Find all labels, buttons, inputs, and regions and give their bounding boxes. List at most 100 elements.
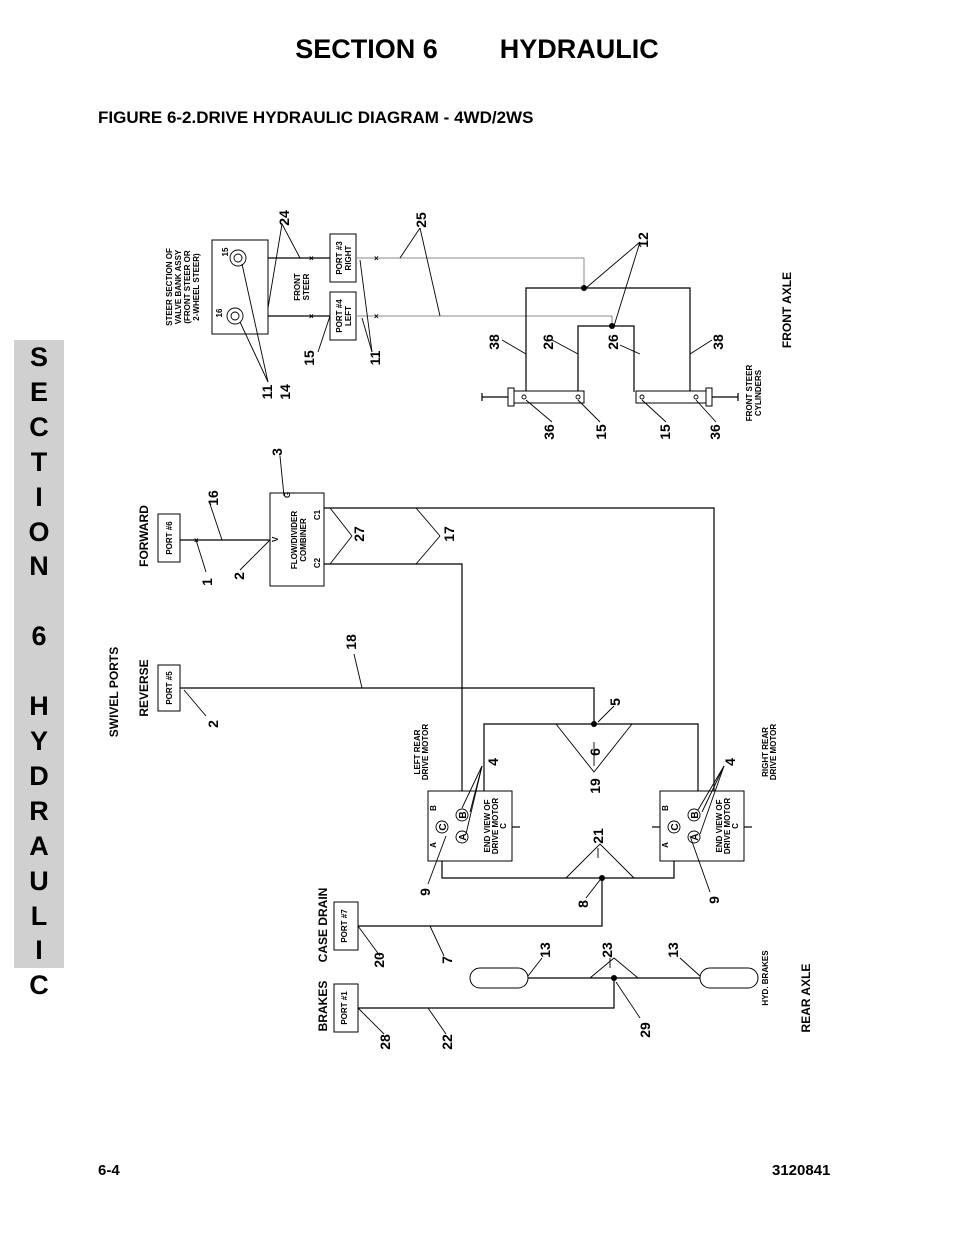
port-6-label: PORT #6 [165, 521, 174, 555]
front-steer-cylinders-label: FRONT STEER CYLINDERS [745, 365, 763, 422]
callout-number: 11 [367, 350, 383, 365]
callout-number: 6 [587, 748, 603, 756]
svg-text:C: C [438, 823, 449, 830]
port-1-label: PORT #1 [340, 991, 349, 1025]
svg-text:C: C [731, 823, 740, 829]
svg-text:FRONT: FRONT [293, 273, 302, 301]
callout-number: 18 [343, 634, 359, 650]
side-tab-letter: T [30, 446, 48, 477]
callout-number: 1 [199, 578, 215, 586]
svg-text:×: × [309, 312, 314, 321]
side-tab-letter: 6 [31, 621, 47, 652]
side-tab-letter: C [29, 970, 49, 1001]
svg-text:C: C [670, 823, 681, 830]
svg-text:B: B [429, 805, 438, 811]
flow-divider-combiner [269, 492, 325, 587]
side-tab-letter: O [28, 516, 50, 547]
left-hyd-brake [469, 967, 529, 989]
side-tab-letter: H [29, 691, 49, 722]
document-number: 3120841 [772, 1162, 831, 1179]
section-topic: HYDRAULIC [499, 34, 659, 64]
port-7-label: PORT #7 [340, 909, 349, 943]
callout-number: 15 [657, 424, 673, 440]
port-6-box [157, 513, 181, 563]
callout-number: 26 [540, 334, 556, 350]
svg-text:2-WHEEL STEER): 2-WHEEL STEER) [192, 253, 201, 321]
left-steer-cylinder [513, 390, 585, 404]
brake-circuit: BRAKES PORT #1 HYD. BRAKES REAR AXLE [316, 950, 813, 1035]
svg-text:C2: C2 [313, 557, 322, 568]
svg-text:A: A [661, 842, 670, 848]
callout-number: 38 [486, 334, 502, 350]
callout-number: 2 [231, 572, 247, 580]
svg-text:DRIVE MOTOR: DRIVE MOTOR [723, 798, 732, 855]
page-number: 6-4 [98, 1162, 120, 1179]
callout-number: 24 [276, 210, 292, 226]
steer-valve-section: 15 16 STEER SECTION OF VALVE BANK ASSY (… [165, 223, 794, 423]
callout-number: 26 [605, 334, 621, 350]
callout-number: 9 [417, 888, 433, 896]
svg-text:END VIEW OF: END VIEW OF [715, 799, 724, 852]
side-tab-letter: A [29, 830, 49, 861]
svg-text:FLOW/DIVIDER: FLOW/DIVIDER [290, 511, 299, 569]
svg-text:FRONT STEER: FRONT STEER [745, 365, 754, 422]
port-5-label: PORT #5 [165, 671, 174, 705]
svg-text:×: × [374, 254, 379, 263]
callout-number: 14 [277, 384, 293, 400]
svg-text:RIGHT REAR: RIGHT REAR [761, 727, 770, 777]
callout-number: 15 [301, 350, 317, 366]
callout-number: 16 [205, 490, 221, 506]
side-tab-letter: R [29, 795, 49, 826]
side-tab-letter: I [35, 481, 43, 512]
callout-number: 3 [269, 448, 285, 456]
hyd-brakes-label: HYD. BRAKES [761, 950, 770, 1006]
svg-text:V: V [271, 536, 280, 542]
steer-valve-block [211, 239, 269, 335]
case-drain-circuit: CASE DRAIN PORT #7 [316, 765, 725, 963]
callout-number: 17 [441, 526, 457, 542]
svg-text:VALVE BANK ASSY: VALVE BANK ASSY [174, 249, 183, 324]
side-tab-letter: E [29, 376, 48, 407]
side-tab-letter: S [29, 342, 48, 372]
callout-number: 13 [665, 942, 681, 958]
svg-text:LEFT REAR: LEFT REAR [413, 729, 422, 774]
side-tab-letter: C [29, 411, 49, 442]
figure-title: FIGURE 6-2.DRIVE HYDRAULIC DIAGRAM - 4WD… [98, 108, 534, 127]
callout-number: 36 [541, 424, 557, 440]
side-tab-letter: U [29, 865, 49, 896]
svg-text:B: B [661, 805, 670, 811]
svg-text:DRIVE MOTOR: DRIVE MOTOR [491, 798, 500, 855]
svg-text:×: × [374, 312, 379, 321]
valve-port-15-label: 15 [221, 247, 230, 256]
callout-number: 38 [710, 334, 726, 350]
svg-text:G: G [283, 492, 292, 498]
rear-axle-label: REAR AXLE [799, 964, 813, 1033]
callout-number: 29 [637, 1022, 653, 1038]
callout-number: 2 [205, 720, 221, 728]
port-4-label: PORT #4 [335, 299, 344, 333]
front-steer-label: FRONT STEER [293, 273, 311, 301]
brakes-label: BRAKES [316, 981, 330, 1032]
callout-number: 23 [599, 942, 615, 958]
svg-text:A: A [429, 842, 438, 848]
right-hyd-brake [699, 967, 759, 989]
svg-text:A: A [458, 833, 469, 840]
svg-text:STEER: STEER [302, 273, 311, 300]
callout-number: 8 [575, 900, 591, 908]
case-drain-label: CASE DRAIN [316, 888, 330, 963]
callout-number: 25 [413, 212, 429, 228]
svg-text:COMBINER: COMBINER [299, 518, 308, 562]
svg-text:B: B [690, 811, 701, 818]
callout-number: 5 [607, 698, 623, 706]
svg-text:(FRONT STEER OR: (FRONT STEER OR [183, 250, 192, 324]
side-tab-letter: D [29, 760, 49, 791]
svg-text:DRIVE MOTOR: DRIVE MOTOR [769, 724, 778, 781]
svg-text:C: C [499, 823, 508, 829]
callout-number: 21 [590, 828, 606, 844]
callout-number: 4 [485, 758, 501, 766]
svg-text:RIGHT: RIGHT [344, 245, 353, 270]
side-tab-letter: N [29, 551, 49, 582]
